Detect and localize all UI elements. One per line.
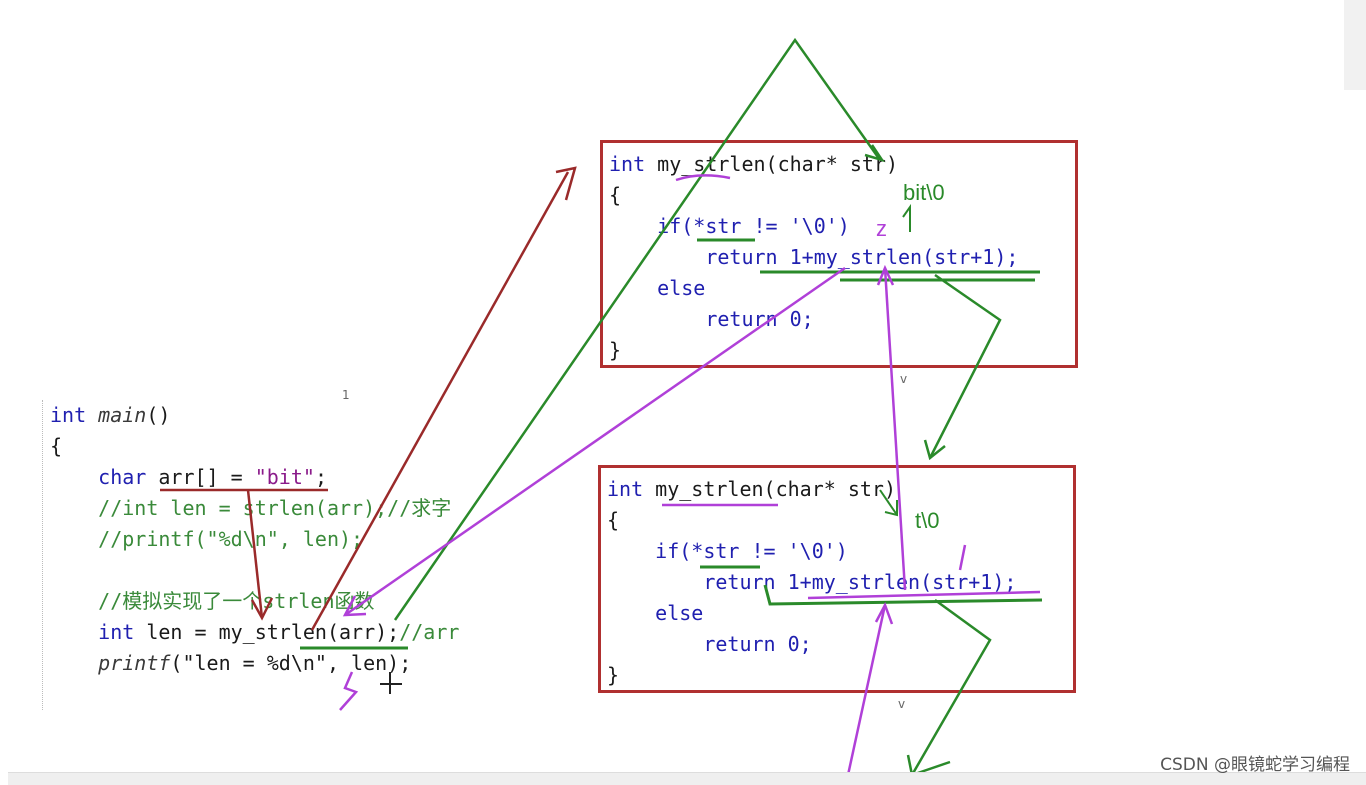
code-comment: //printf("%d\n", len); bbox=[98, 527, 364, 551]
purple-pen-stroke bbox=[883, 267, 907, 591]
cursor-mark: 1 bbox=[342, 388, 350, 402]
brown-arrowhead bbox=[250, 597, 274, 621]
code-string: "bit" bbox=[254, 465, 315, 489]
horizontal-scrollbar[interactable] bbox=[8, 772, 1366, 785]
code-keyword: int bbox=[50, 403, 87, 427]
annotation-z: z bbox=[876, 216, 887, 241]
fold-marker: v bbox=[900, 372, 908, 386]
code-return-line: return 0; bbox=[703, 632, 812, 656]
code-return-line: return 1+my_strlen(str+1); bbox=[703, 570, 1017, 594]
purple-arrowhead bbox=[874, 601, 894, 625]
code-text: ("len = %d\n", len); bbox=[170, 651, 412, 675]
code-text: ; bbox=[314, 465, 327, 489]
code-brace: } bbox=[607, 663, 620, 687]
fold-marker: v bbox=[898, 697, 906, 711]
purple-underline bbox=[807, 590, 1041, 600]
code-keyword: int bbox=[98, 620, 135, 644]
code-keyword: int bbox=[607, 477, 644, 501]
brown-pen-stroke bbox=[310, 171, 570, 631]
code-comment: //int len = strlen(arr);//求字 bbox=[98, 496, 452, 520]
purple-arrowhead bbox=[342, 595, 367, 617]
purple-arrowhead bbox=[876, 264, 895, 286]
recursion-frame-1 bbox=[600, 140, 1078, 368]
code-text: my_strlen(char* str) bbox=[643, 477, 896, 501]
code-comment: //arr bbox=[399, 620, 460, 644]
code-else-line: else bbox=[657, 276, 706, 300]
code-brace: { bbox=[50, 434, 63, 458]
code-else-line: else bbox=[655, 601, 704, 625]
recursion-frame-2 bbox=[598, 465, 1076, 693]
code-text: my_strlen(char* str) bbox=[645, 152, 898, 176]
green-underline bbox=[763, 584, 1043, 606]
annotation-bit: bit\0 bbox=[903, 180, 945, 205]
code-if-line: if(*str != '\0') bbox=[655, 539, 848, 563]
code-brace: { bbox=[607, 508, 620, 532]
green-arrowhead bbox=[923, 439, 946, 461]
crosshair-cursor-icon bbox=[380, 672, 402, 694]
green-pen-stroke bbox=[393, 37, 882, 621]
code-text: () bbox=[146, 403, 171, 427]
code-return-line: return 1+my_strlen(str+1); bbox=[705, 245, 1019, 269]
purple-underline bbox=[675, 174, 731, 182]
code-brace: } bbox=[609, 338, 622, 362]
green-arrowhead bbox=[884, 500, 898, 517]
green-pen-stroke bbox=[879, 489, 898, 516]
vertical-scrollbar[interactable] bbox=[1344, 0, 1366, 90]
csdn-watermark: CSDN @眼镜蛇学习编程 bbox=[1160, 755, 1350, 775]
purple-pen-stroke bbox=[846, 604, 887, 776]
annotation-t: t\0 bbox=[915, 508, 940, 533]
green-arrowhead bbox=[864, 144, 885, 163]
code-keyword: char bbox=[98, 465, 147, 489]
code-text: len = my_strlen(arr); bbox=[134, 620, 400, 644]
purple-pen-stroke bbox=[344, 266, 846, 617]
purple-squiggle bbox=[339, 671, 359, 711]
code-keyword: int bbox=[609, 152, 646, 176]
code-return-line: return 0; bbox=[705, 307, 814, 331]
brown-pen-stroke bbox=[246, 489, 264, 619]
green-pen-stroke bbox=[910, 598, 992, 776]
editor-gutter bbox=[42, 400, 44, 710]
green-arrowhead bbox=[902, 203, 911, 232]
func-code-block-2: int my_strlen(char* str) { if(*str != '\… bbox=[607, 474, 1016, 691]
brown-arrowhead bbox=[555, 166, 577, 201]
code-function-name: printf bbox=[98, 651, 171, 675]
code-brace: { bbox=[609, 183, 622, 207]
main-code-block: int main() { char arr[] = "bit"; //int l… bbox=[50, 400, 459, 679]
code-function-name: main bbox=[98, 403, 147, 427]
code-text: arr[] = bbox=[146, 465, 255, 489]
green-pen-stroke bbox=[928, 273, 1002, 459]
purple-squiggle bbox=[958, 544, 967, 571]
